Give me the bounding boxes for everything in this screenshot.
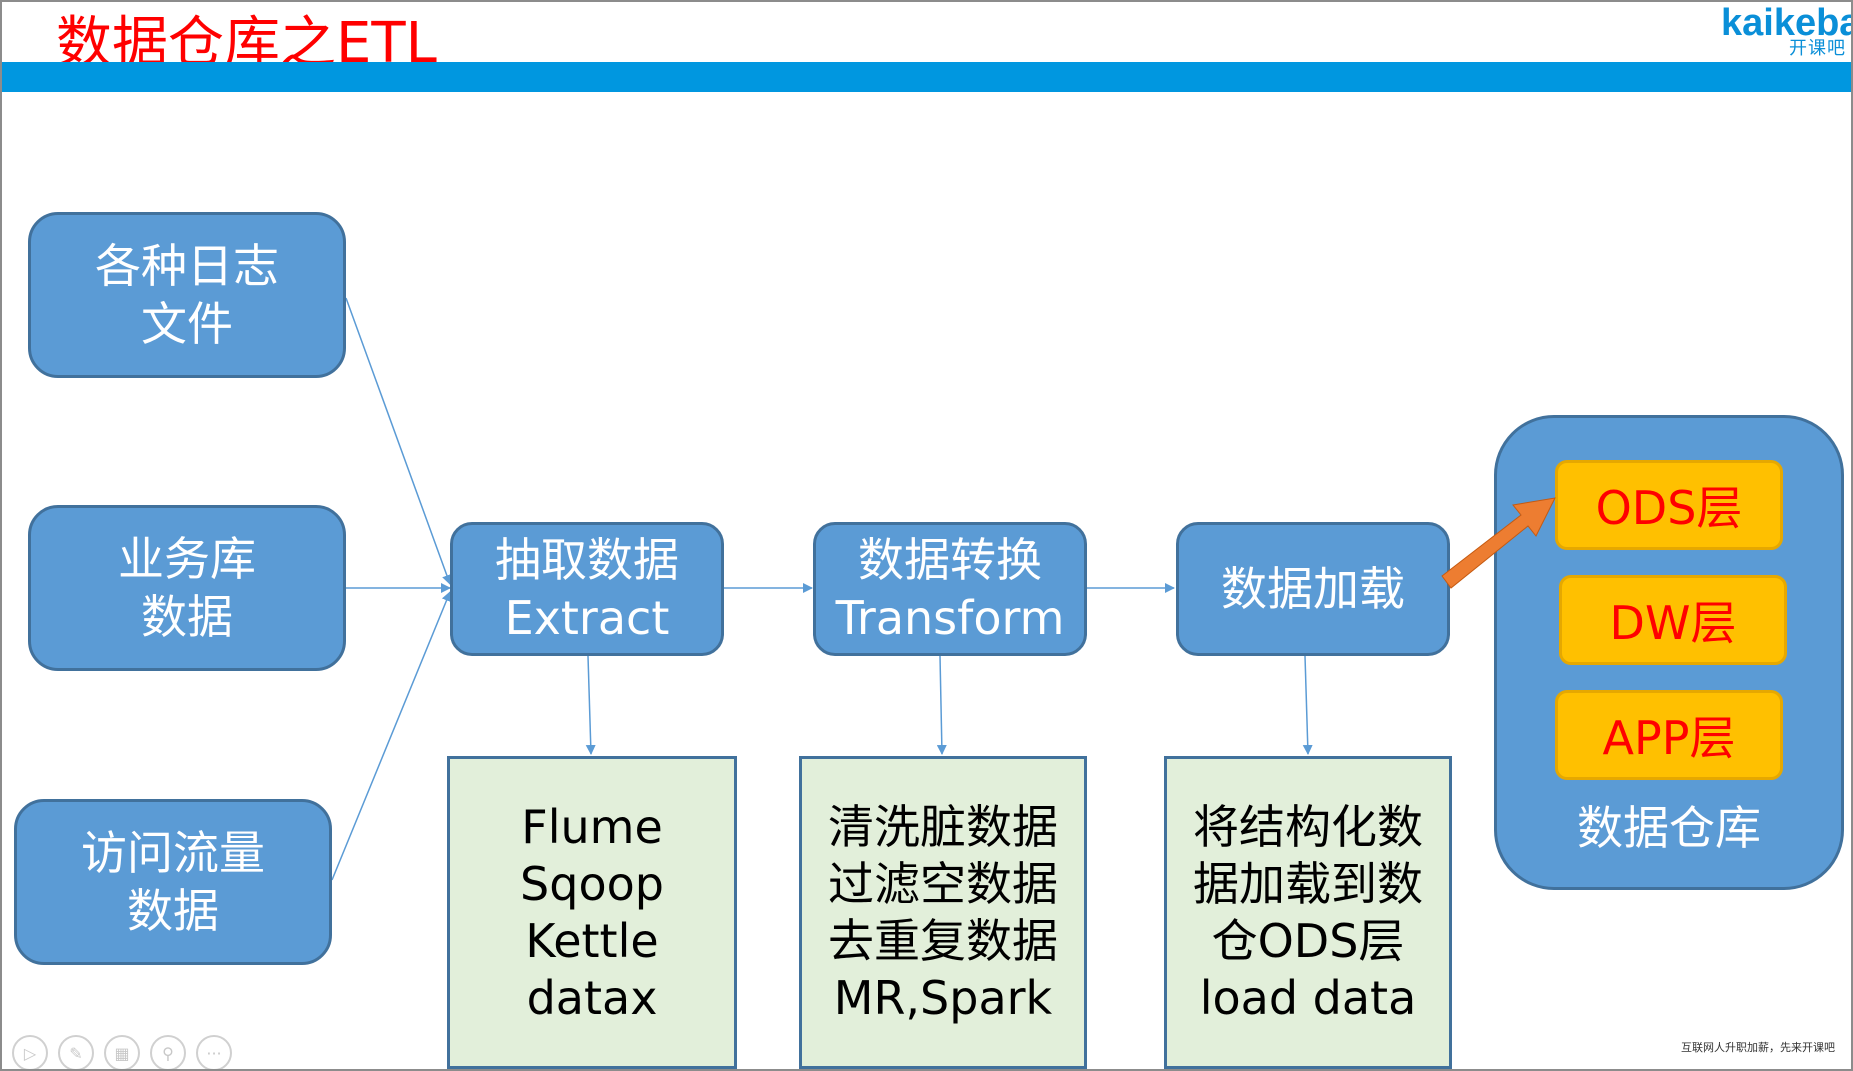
source-log-files-line2: 文件 [141, 297, 233, 351]
step-load-line1: 数据加载 [1221, 562, 1405, 616]
detail-extract-line2: Sqoop [520, 856, 664, 911]
more-icon[interactable]: ··· [196, 1035, 232, 1069]
layer-ods: ODS层 [1555, 460, 1783, 550]
step-load: 数据加载 [1176, 522, 1450, 656]
pen-icon[interactable]: ✎ [58, 1035, 94, 1069]
step-extract-line1: 抽取数据 [495, 533, 679, 587]
slides-icon[interactable]: ▦ [104, 1035, 140, 1069]
connector-log-to-extract [345, 297, 452, 585]
play-icon[interactable]: ▷ [12, 1035, 48, 1069]
detail-extract-line3: Kettle [525, 913, 659, 968]
kaikeba-logo: kaikeba 开课吧 [1721, 2, 1851, 62]
source-traffic-data-line2: 数据 [127, 884, 219, 938]
detail-load-line2: 据加载到数 [1193, 856, 1423, 911]
step-extract-line2: Extract [504, 591, 670, 645]
connector-transform-to-detail [936, 655, 947, 755]
step-extract: 抽取数据 Extract [450, 522, 724, 656]
zoom-icon[interactable]: ⚲ [150, 1035, 186, 1069]
detail-extract-line4: datax [526, 970, 658, 1025]
footer-slogan: 互联网人升职加薪，先来开课吧 [1681, 1041, 1835, 1054]
detail-transform-line2: 过滤空数据 [828, 856, 1058, 911]
detail-load-line1: 将结构化数 [1193, 799, 1423, 854]
detail-load-line4: load data [1199, 970, 1417, 1025]
source-business-db: 业务库 数据 [28, 505, 346, 671]
logo-subtext: 开课吧 [1789, 38, 1846, 59]
source-business-db-line2: 数据 [141, 590, 233, 644]
title-bar [2, 62, 1851, 92]
source-traffic-data-line1: 访问流量 [81, 826, 265, 880]
layer-dw: DW层 [1559, 575, 1787, 665]
step-transform: 数据转换 Transform [813, 522, 1087, 656]
detail-extract-line1: Flume [521, 799, 663, 854]
step-transform-line1: 数据转换 [858, 533, 1042, 587]
source-log-files-line1: 各种日志 [95, 239, 279, 293]
detail-transform-line3: 去重复数据 [828, 913, 1058, 968]
source-business-db-line1: 业务库 [118, 532, 256, 586]
layer-app: APP层 [1555, 690, 1783, 780]
detail-transform-line4: MR,Spark [833, 970, 1053, 1025]
source-log-files: 各种日志 文件 [28, 212, 346, 378]
detail-transform-tasks: 清洗脏数据 过滤空数据 去重复数据 MR,Spark [799, 756, 1087, 1069]
source-traffic-data: 访问流量 数据 [14, 799, 332, 965]
detail-extract-tools: Flume Sqoop Kettle datax [447, 756, 737, 1069]
connector-extract-to-detail [585, 655, 596, 755]
logo-text: kaikeba [1721, 2, 1853, 44]
connector-traffic-to-extract [331, 591, 452, 881]
step-transform-line2: Transform [835, 591, 1065, 645]
slideshow-toolbar: ▷ ✎ ▦ ⚲ ··· [12, 1035, 232, 1069]
detail-transform-line1: 清洗脏数据 [828, 799, 1058, 854]
data-warehouse-label: 数据仓库 [1577, 801, 1761, 855]
connector-load-to-detail [1302, 655, 1313, 755]
detail-load-tasks: 将结构化数 据加载到数 仓ODS层 load data [1164, 756, 1452, 1069]
detail-load-line3: 仓ODS层 [1211, 913, 1405, 968]
